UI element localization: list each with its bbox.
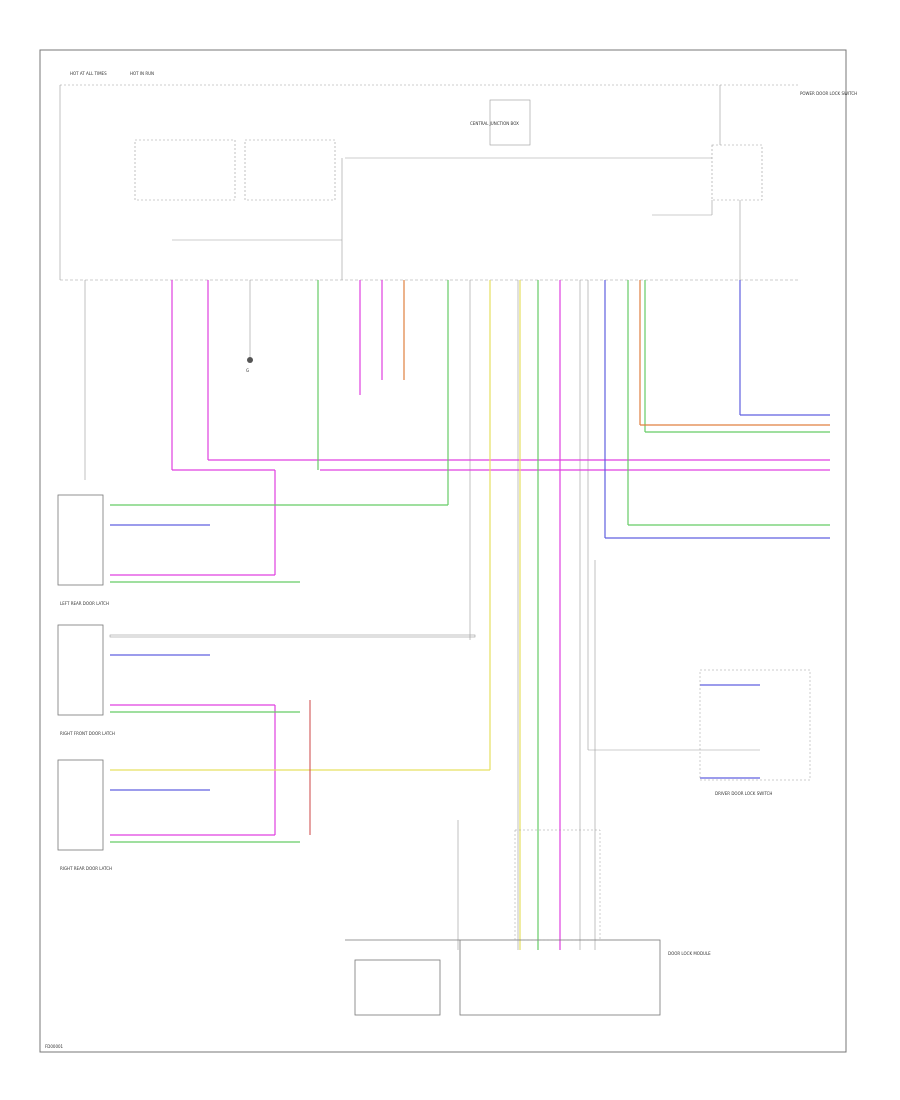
left-rear-latch-box xyxy=(57,494,104,586)
ground-icon xyxy=(247,357,253,363)
right-front-latch-box xyxy=(57,624,104,716)
lock-module-label: DOOR LOCK MODULE xyxy=(668,951,711,956)
footer-code: FD00001 xyxy=(45,1044,64,1049)
right-rear-latch-label: RIGHT REAR DOOR LATCH xyxy=(60,866,112,871)
lock-module-sub xyxy=(354,959,441,1016)
lock-module-box xyxy=(459,939,661,1016)
diagram-frame xyxy=(39,49,847,1053)
right-front-latch-label: RIGHT FRONT DOOR LATCH xyxy=(60,731,115,736)
central-junction-label: CENTRAL JUNCTION BOX xyxy=(470,121,519,126)
module-box-top xyxy=(489,99,531,146)
right-rear-latch-box xyxy=(57,759,104,851)
switch-block-mid xyxy=(244,139,336,201)
driver-switch-box xyxy=(699,669,811,781)
ground-label: G xyxy=(246,368,249,373)
driver-switch-label: DRIVER DOOR LOCK SWITCH xyxy=(715,791,772,796)
switch-block-right xyxy=(711,144,763,201)
right-module-label: POWER DOOR LOCK SWITCH xyxy=(800,91,857,96)
left-rear-latch-label: LEFT REAR DOOR LATCH xyxy=(60,601,109,606)
fuse-label-1: HOT AT ALL TIMES xyxy=(70,71,107,76)
switch-block-left xyxy=(134,139,236,201)
fuse-label-2: HOT IN RUN xyxy=(130,71,154,76)
